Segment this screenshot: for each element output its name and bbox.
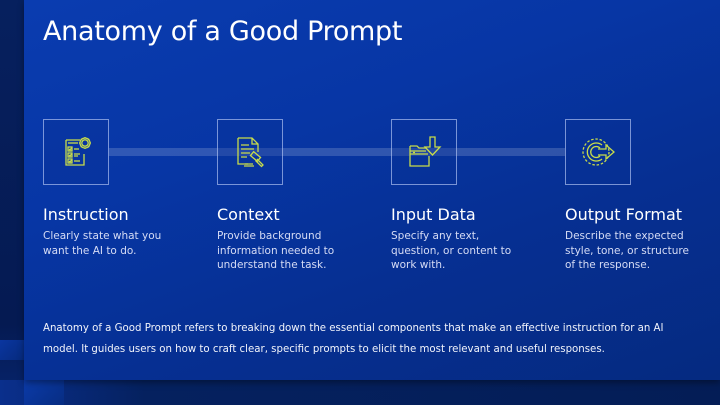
step-title-input-data: Input Data (391, 205, 476, 224)
step-icon-box-context (217, 119, 283, 185)
decor-tile (0, 340, 24, 360)
folder-download-icon (409, 136, 442, 167)
decor-tile (24, 380, 64, 405)
step-description-instruction: Clearly state what you want the AI to do… (43, 230, 162, 257)
step-title-output-format: Output Format (565, 205, 683, 224)
slide-title: Anatomy of a Good Prompt (43, 16, 403, 47)
step-description-context: Provide background information needed to… (217, 230, 335, 271)
step-title-context: Context (217, 205, 280, 224)
step-icon-box-instruction (43, 119, 109, 185)
step-description-input-data: Specify any text, question, or content t… (391, 230, 512, 271)
gear-arrow-output-icon (582, 138, 615, 166)
step-connector-line (109, 148, 565, 156)
slide-panel (24, 0, 720, 380)
bottom-decor-strip (0, 380, 720, 405)
step-icon-box-output-format (565, 119, 631, 185)
document-gavel-icon (237, 137, 264, 168)
summary-paragraph: Anatomy of a Good Prompt refers to break… (43, 323, 664, 355)
step-title-instruction: Instruction (43, 205, 129, 224)
left-decor-strip (0, 0, 24, 405)
step-icon-box-input-data (391, 119, 457, 185)
checklist-gear-icon (65, 137, 91, 166)
step-description-output-format: Describe the expected style, tone, or st… (565, 230, 689, 271)
